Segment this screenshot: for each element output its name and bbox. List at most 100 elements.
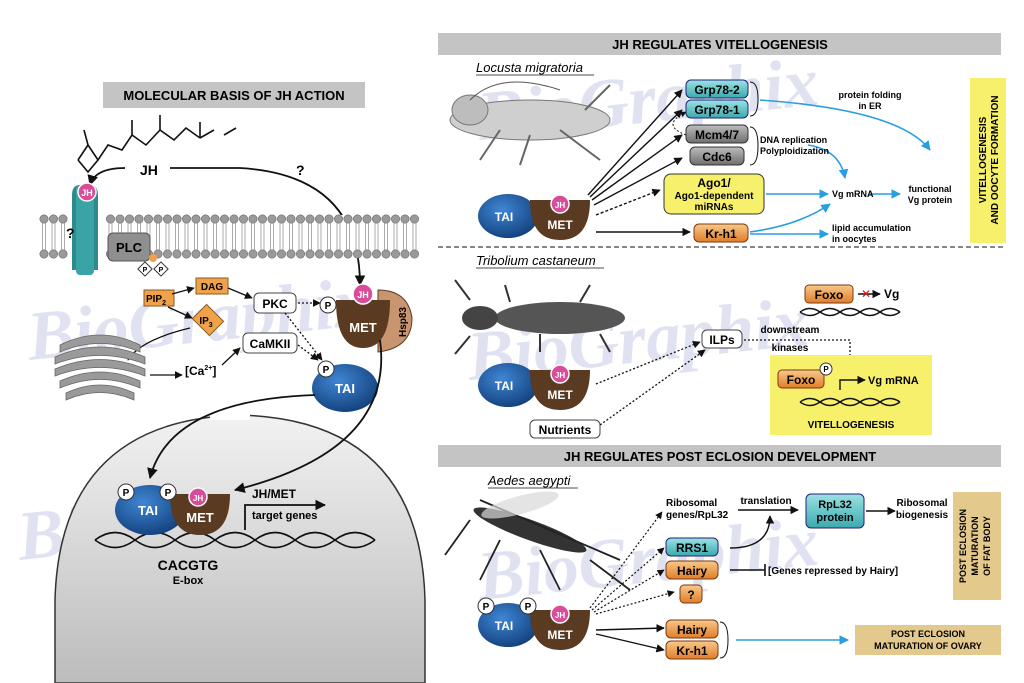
grp78-1-label: Grp78-1 xyxy=(694,103,740,117)
met-label: MET xyxy=(349,320,377,335)
lipid-head xyxy=(409,214,419,224)
ca-label: [Ca xyxy=(185,364,205,378)
lipid-head xyxy=(295,249,305,259)
lipid-head xyxy=(229,249,239,259)
mcm47-label: Mcm4/7 xyxy=(695,128,739,142)
unknown-box xyxy=(679,584,703,604)
krh1-post-box xyxy=(665,640,719,660)
repressed-label: [Genes repressed by Hairy] xyxy=(768,566,898,577)
lipid-head xyxy=(362,214,372,224)
lipid-head xyxy=(144,214,154,224)
lipid-tail xyxy=(412,223,417,250)
post-jh-badge xyxy=(550,604,570,624)
lipid-head xyxy=(371,214,381,224)
left-header-bg xyxy=(103,82,365,108)
foxo-bottom-label: Foxo xyxy=(787,373,816,387)
lipid-tail xyxy=(327,223,331,250)
lipid-head xyxy=(371,249,381,259)
vit-tai xyxy=(478,194,538,238)
lipid-head xyxy=(381,249,391,259)
p-circle-tai xyxy=(317,360,335,378)
svg-text:PIP2: PIP2 xyxy=(146,294,166,307)
lipid-head xyxy=(220,214,230,224)
trib-panel: Tribolium castaneum TAI MET JH Nutrients… xyxy=(454,253,932,439)
vg-mrna-arrow xyxy=(839,375,866,390)
rrs1-box xyxy=(665,537,719,557)
lipid-head xyxy=(400,214,410,224)
pip2-dag-arrow xyxy=(171,286,195,295)
lipid-head xyxy=(295,214,305,224)
dna-replication: DNA replication xyxy=(760,135,827,145)
plc-box xyxy=(107,232,151,262)
p-label: P xyxy=(123,488,130,499)
lipid-tail xyxy=(336,223,341,250)
mosquito-illustration xyxy=(444,491,631,591)
nutrients-label: Nutrients xyxy=(539,423,592,437)
target-genes-arrow xyxy=(244,499,327,530)
fat-body-1: POST ECLOSION xyxy=(958,509,968,583)
dna-top xyxy=(799,307,901,317)
camkii-label: CaMKII xyxy=(250,337,291,351)
jh-to-receptor-arrow xyxy=(87,167,126,187)
lipid-head xyxy=(182,214,192,224)
post-panel: JH REGULATES POST ECLOSION DEVELOPMENT A… xyxy=(438,445,1001,660)
lipid-head xyxy=(163,249,173,259)
lipid-head xyxy=(248,249,258,259)
kinases-label: kinases xyxy=(772,343,809,354)
foxo-top-label: Foxo xyxy=(815,288,844,302)
ribosomal-genes-1: Ribosomal xyxy=(666,498,717,509)
jh-badge-text: JH xyxy=(81,188,93,198)
lipid-tail xyxy=(61,223,65,250)
lipid-tail xyxy=(260,223,265,250)
translation-label: translation xyxy=(740,496,791,507)
trib-species: Tribolium castaneum xyxy=(476,253,596,268)
protein-folding-1: protein folding xyxy=(839,90,902,100)
post-header: JH REGULATES POST ECLOSION DEVELOPMENT xyxy=(564,449,877,464)
ago1-line2: Ago1-dependent xyxy=(675,191,755,202)
vit-side-box xyxy=(970,78,1006,243)
downstream-label: downstream xyxy=(761,325,820,336)
ip3-box xyxy=(191,303,225,337)
lipid-tail xyxy=(51,223,56,250)
trib-met-label: MET xyxy=(547,388,573,402)
protein-label: protein xyxy=(816,512,854,524)
vit-species: Locusta migratoria xyxy=(476,60,583,75)
lipid-head xyxy=(39,249,49,259)
lipid-head xyxy=(343,214,353,224)
p-circle-met xyxy=(319,296,337,314)
lipid-head xyxy=(409,249,419,259)
x-mark: ✕ xyxy=(861,287,871,301)
vg-mrna-label: Vg mRNA xyxy=(832,189,874,199)
left-header: MOLECULAR BASIS OF JH ACTION xyxy=(123,88,344,103)
cell-membrane xyxy=(39,214,425,259)
lipid-head xyxy=(286,249,296,259)
lipid-head xyxy=(248,214,258,224)
foxo-top-box xyxy=(804,284,854,304)
lipid-tail xyxy=(279,223,284,250)
lipid-head xyxy=(125,214,135,224)
ribosomal-genes-2: genes/RpL32 xyxy=(666,510,729,521)
post-tai-label: TAI xyxy=(495,619,513,633)
vit-side-1: VITELLOGENESIS xyxy=(978,116,989,203)
grp78-1-box xyxy=(685,99,749,119)
pkc-box xyxy=(253,292,297,314)
pip2-sub: 2 xyxy=(162,300,166,307)
krh1-box xyxy=(693,223,749,243)
jh-badge-text: JH xyxy=(193,494,203,503)
locust-illustration xyxy=(449,81,611,166)
post-met xyxy=(530,610,590,650)
dna-bottom xyxy=(799,397,901,407)
post-dotted-arrows xyxy=(589,511,675,615)
trib-jh-badge xyxy=(550,364,570,384)
dna-top-2 xyxy=(799,307,901,317)
p-circle-nucleus-1 xyxy=(117,483,135,501)
trib-met xyxy=(530,370,590,410)
pkc-tai-arrow xyxy=(284,312,323,361)
p-label: P xyxy=(143,267,148,274)
post-met-label: MET xyxy=(547,628,573,642)
lipid-head xyxy=(39,214,49,224)
p-label: P xyxy=(165,488,172,499)
lipid-tail xyxy=(194,223,198,250)
camkii-box xyxy=(242,332,298,354)
endoplasmic-reticulum xyxy=(54,334,146,401)
